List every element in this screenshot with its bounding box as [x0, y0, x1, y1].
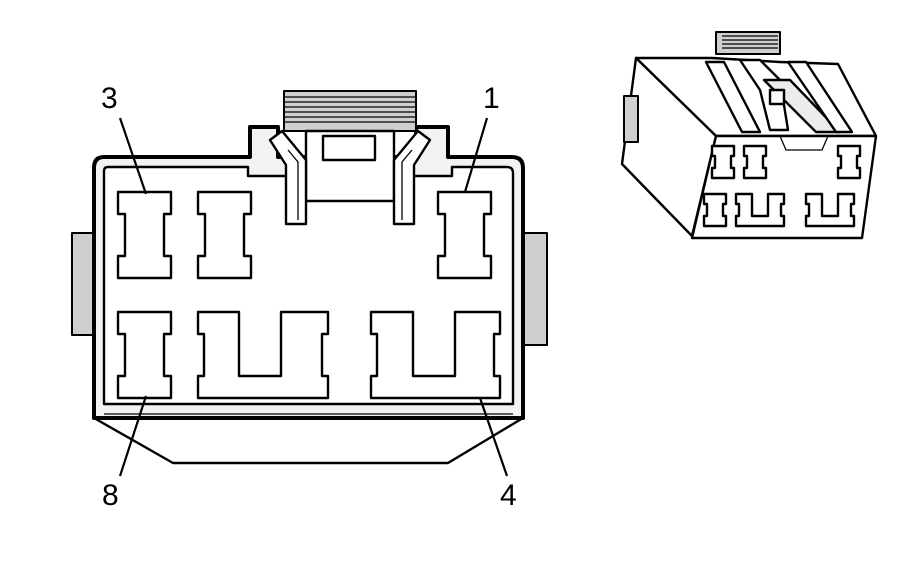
cavity-8: [116, 310, 173, 400]
bottom-skirt: [92, 416, 525, 465]
connector-isometric-view: [620, 31, 878, 240]
cavity-1: [436, 190, 493, 280]
leader-line-8: [118, 395, 148, 477]
top-latch: [268, 90, 432, 226]
connector-face-view: 3 1 8 4: [71, 82, 548, 512]
pin-label-1: 1: [483, 82, 500, 115]
leader-line-1: [463, 117, 489, 193]
right-side-rib: [522, 232, 548, 346]
cavity-2: [196, 190, 253, 280]
cavity-7-6: [196, 310, 330, 400]
pin-label-4: 4: [500, 479, 517, 512]
leader-line-4: [478, 397, 509, 477]
cavity-3: [116, 190, 173, 280]
pin-label-8: 8: [102, 479, 119, 512]
leader-line-3: [118, 117, 148, 195]
cavity-5-4: [369, 310, 502, 400]
pin-label-3: 3: [101, 82, 118, 115]
